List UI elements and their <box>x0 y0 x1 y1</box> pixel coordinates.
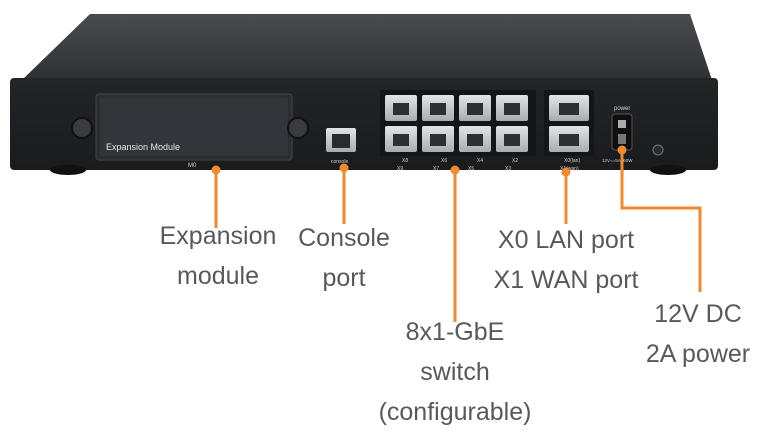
callout-lanwan-line1: X0 LAN port <box>497 226 635 254</box>
leader-dot-console <box>339 163 349 173</box>
port-label-x4: X4 <box>477 158 483 164</box>
power-rating-label: 12V==5A, 60W <box>602 158 633 163</box>
leader-dot-power <box>617 145 627 155</box>
expansion-plate <box>100 98 288 156</box>
port-label-x5: X5 <box>468 166 474 172</box>
thumbscrew-right <box>287 117 309 139</box>
callout-console-port: Console port <box>284 218 404 298</box>
switch-port-block <box>380 90 536 156</box>
callout-switch-line2: switch <box>420 358 490 386</box>
port-label-x7: X7 <box>433 166 439 172</box>
leader-dot-switch <box>450 165 460 175</box>
callout-power: 12V DC 2A power <box>628 294 768 374</box>
callout-lanwan-line2: X1 WAN port <box>493 266 639 294</box>
power-label: power <box>614 106 630 112</box>
callout-power-line2: 2A power <box>645 340 751 368</box>
leader-line-power <box>620 150 702 292</box>
callout-expansion-line1: Expansion <box>159 222 277 250</box>
callout-switch-line1: 8x1-GbE <box>405 318 505 346</box>
foot-right <box>650 165 686 175</box>
port-label-x9: X9 <box>397 166 403 172</box>
thumbscrew-left <box>71 117 93 139</box>
console-label: console <box>331 159 348 165</box>
expansion-module-label: Expansion Module <box>106 142 180 152</box>
callout-console-line2: port <box>322 264 366 292</box>
port-label-x3: X3 <box>505 166 511 172</box>
power-jack <box>611 113 633 151</box>
ground-screw <box>652 144 664 156</box>
slot-id-label: M0 <box>188 163 197 169</box>
callout-switch-line3: (configurable) <box>378 398 532 426</box>
leader-dot-lanwan <box>561 167 571 177</box>
foot-left <box>50 165 86 175</box>
callout-power-line1: 12V DC <box>654 300 742 328</box>
lan-wan-port-block <box>544 90 594 156</box>
chassis-top <box>22 14 712 80</box>
port-label-x8: X8 <box>402 158 408 164</box>
leader-lines <box>211 145 702 322</box>
callout-expansion-line2: module <box>177 262 259 290</box>
leader-dot-expansion <box>211 165 221 175</box>
port-label-x0: X0(lan) <box>564 158 580 164</box>
callout-lan-wan: X0 LAN port X1 WAN port <box>478 220 654 300</box>
callout-switch: 8x1-GbE switch (configurable) <box>362 312 548 432</box>
port-label-x6: X6 <box>441 158 447 164</box>
callout-expansion-module: Expansion module <box>148 216 288 296</box>
port-label-x2: X2 <box>512 158 518 164</box>
port-label-x1: X1(wan) <box>560 166 579 172</box>
callout-console-line1: Console <box>298 224 390 252</box>
